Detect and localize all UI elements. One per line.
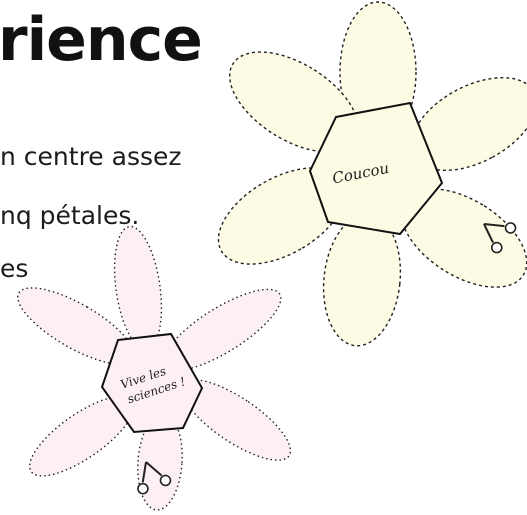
big-flower-center: [308, 101, 444, 236]
small-flower-center: [100, 332, 204, 434]
big-flower: Coucou: [217, 1, 527, 347]
instruction-line-3: es: [0, 254, 29, 283]
instruction-line-1: n centre assez: [0, 142, 182, 171]
instruction-line-2: nq pétales.: [0, 201, 140, 230]
small-flower: Vive les sciences !: [17, 225, 292, 511]
small-flower-petals: [17, 225, 292, 511]
page-title: rience: [0, 5, 203, 75]
